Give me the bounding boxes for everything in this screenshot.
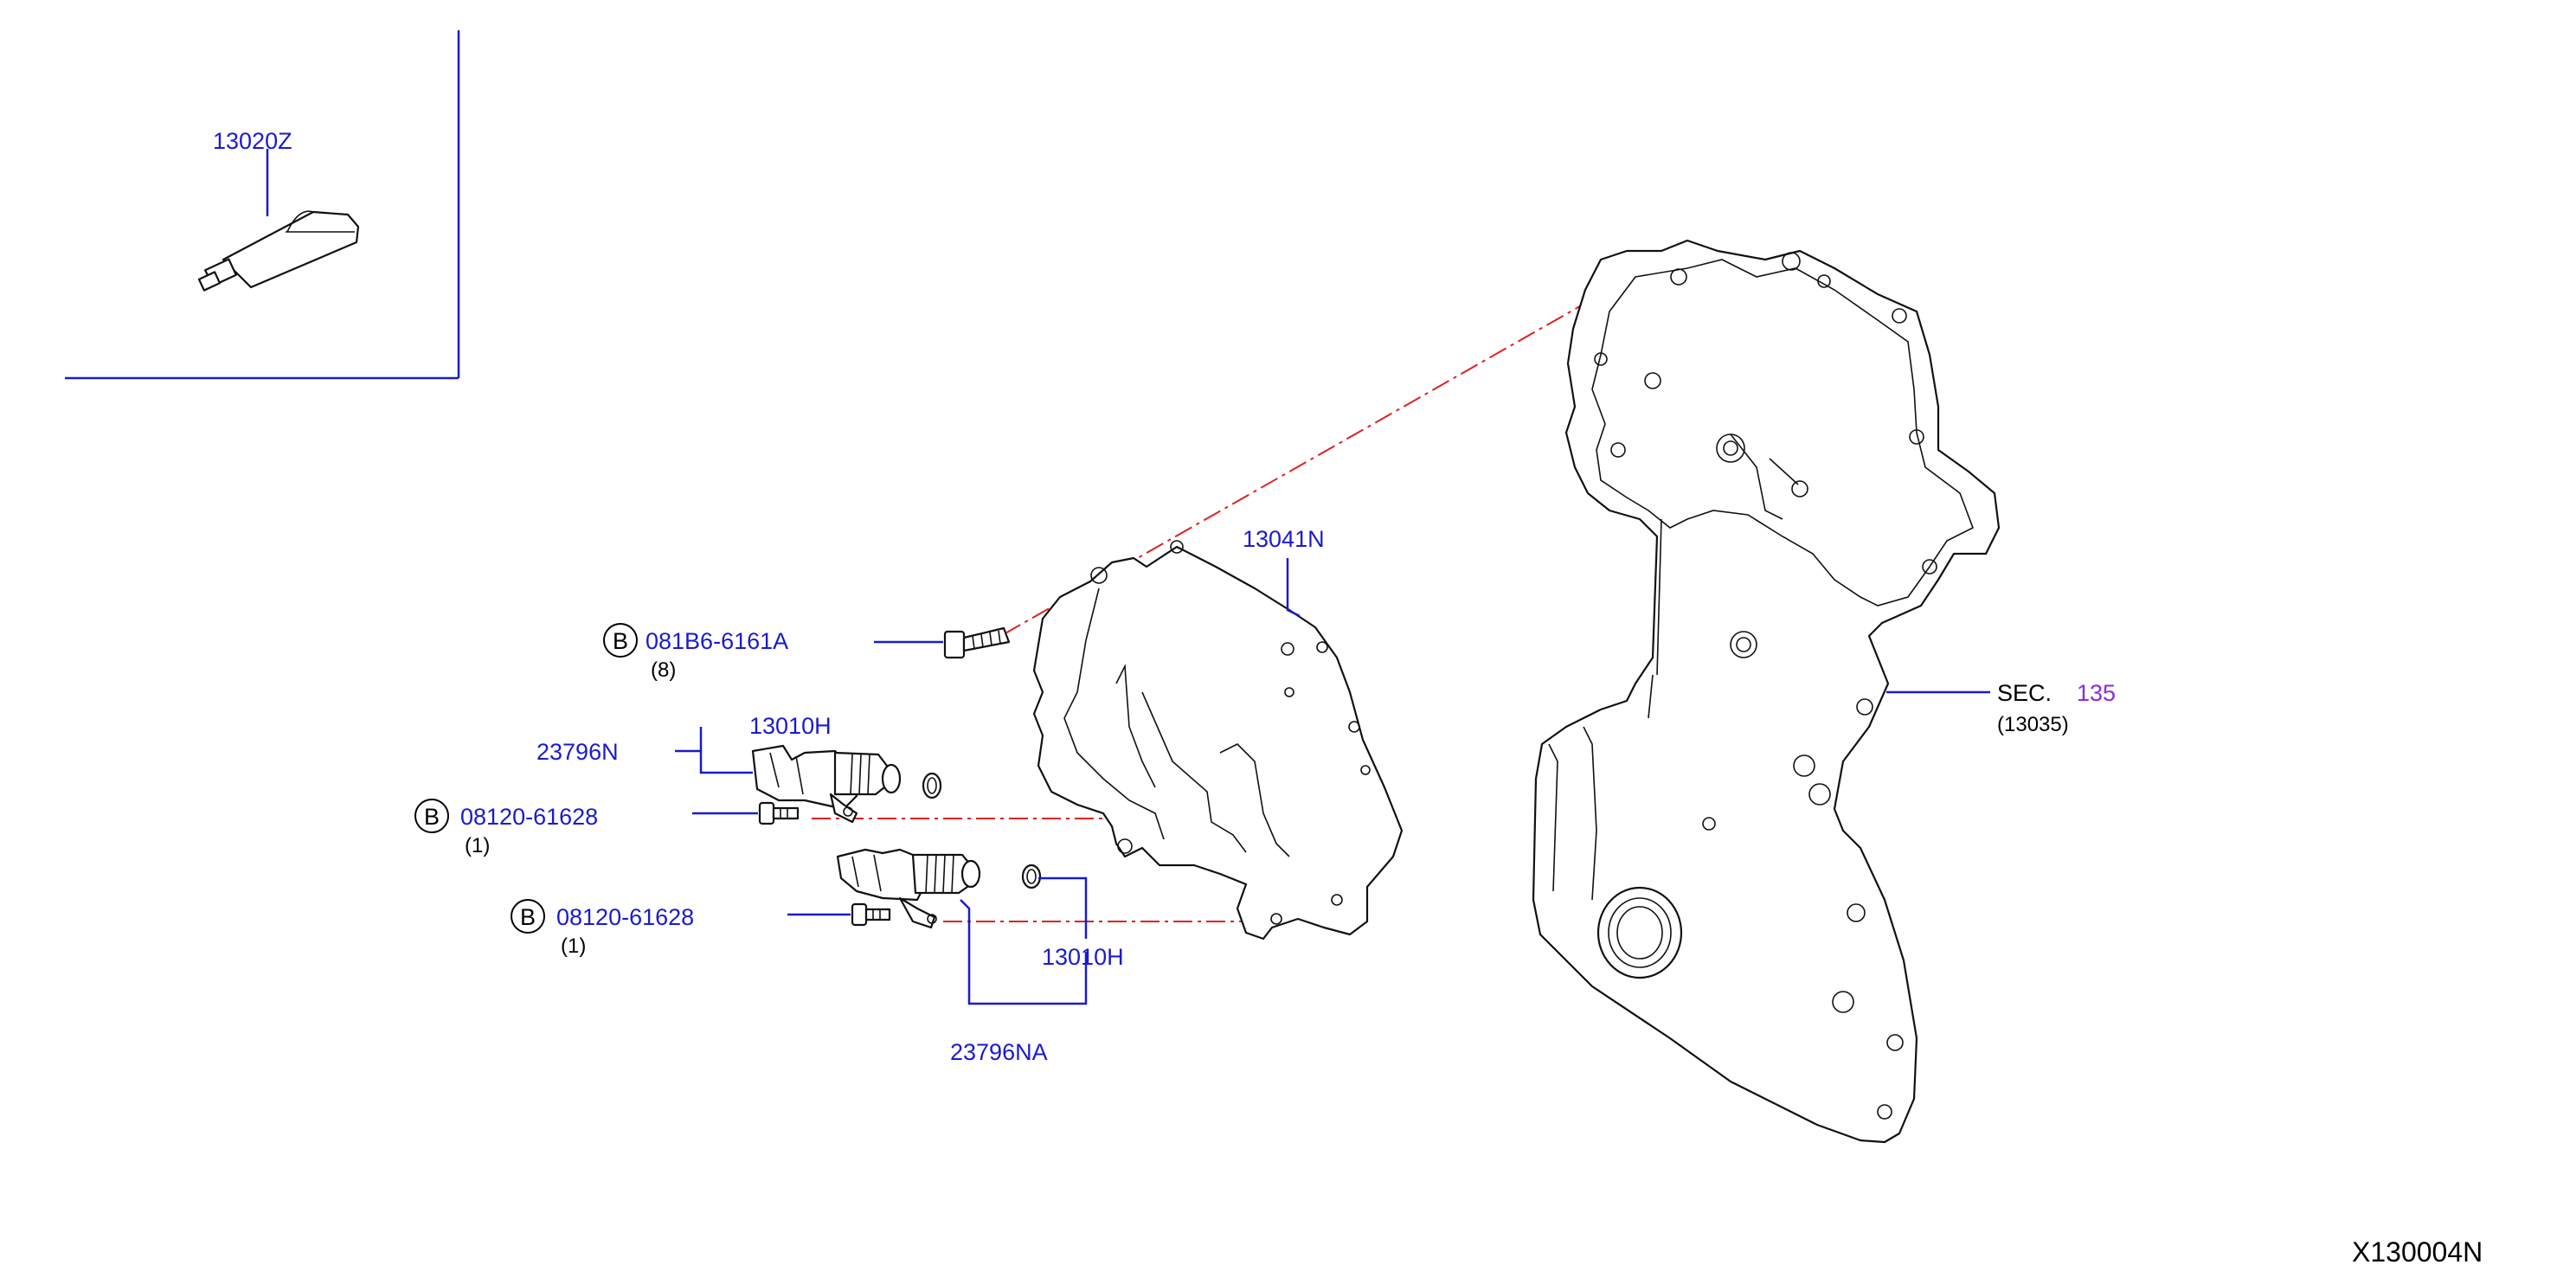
front-cover-icon [1032, 540, 1404, 941]
upper-bolt-icon [758, 801, 800, 825]
timing-chain-case-icon [1532, 239, 2001, 1144]
upper-o-ring-icon [922, 772, 942, 799]
lower-bolt-icon [851, 902, 891, 927]
upper-bolt-quantity: (1) [465, 834, 490, 857]
cover-part-number[interactable]: 13041N [1243, 526, 1325, 552]
lower-solenoid-valve-icon [836, 848, 981, 929]
cover-leader [1286, 558, 1301, 618]
circle-b-badge: B [511, 899, 545, 934]
sec-number-link[interactable]: 135 [2077, 680, 2116, 706]
upper-solenoid-valve-icon [751, 744, 902, 824]
upper-valve-leader [675, 749, 753, 774]
lower-valve-part-number[interactable]: 23796NA [950, 1039, 1048, 1065]
upper-valve-part-number[interactable]: 23796N [536, 739, 619, 765]
lower-bolt-quantity: (1) [561, 934, 586, 958]
svg-text:B: B [520, 904, 536, 930]
upper-seal-part-number[interactable]: 13010H [749, 713, 832, 739]
cover-bolt-quantity: (8) [651, 658, 676, 682]
lower-bolt-part-number[interactable]: 08120-61628 [556, 904, 694, 930]
lower-seal-leader [1038, 876, 1088, 939]
svg-text:B: B [613, 628, 628, 654]
circle-b-badge: B [414, 799, 449, 833]
lower-seal-part-number[interactable]: 13010H [1042, 944, 1124, 970]
sec-prefix: SEC. [1997, 680, 2052, 706]
svg-text:B: B [424, 804, 440, 830]
cover-bolt-part-number[interactable]: 081B6-6161A [646, 628, 788, 654]
upper-bolt-part-number[interactable]: 08120-61628 [460, 804, 598, 830]
inset-frame [65, 30, 460, 380]
cover-bolt-icon [943, 626, 1011, 659]
lower-valve-leader [960, 899, 1088, 1005]
sec-reference: (13035) [1997, 713, 2069, 736]
sealant-tube-icon [197, 210, 360, 292]
circle-b-badge: B [603, 623, 638, 658]
tube-part-number[interactable]: 13020Z [213, 128, 292, 154]
diagram-id: X130004N [2352, 1236, 2483, 1268]
lower-o-ring-icon [1021, 863, 1042, 889]
